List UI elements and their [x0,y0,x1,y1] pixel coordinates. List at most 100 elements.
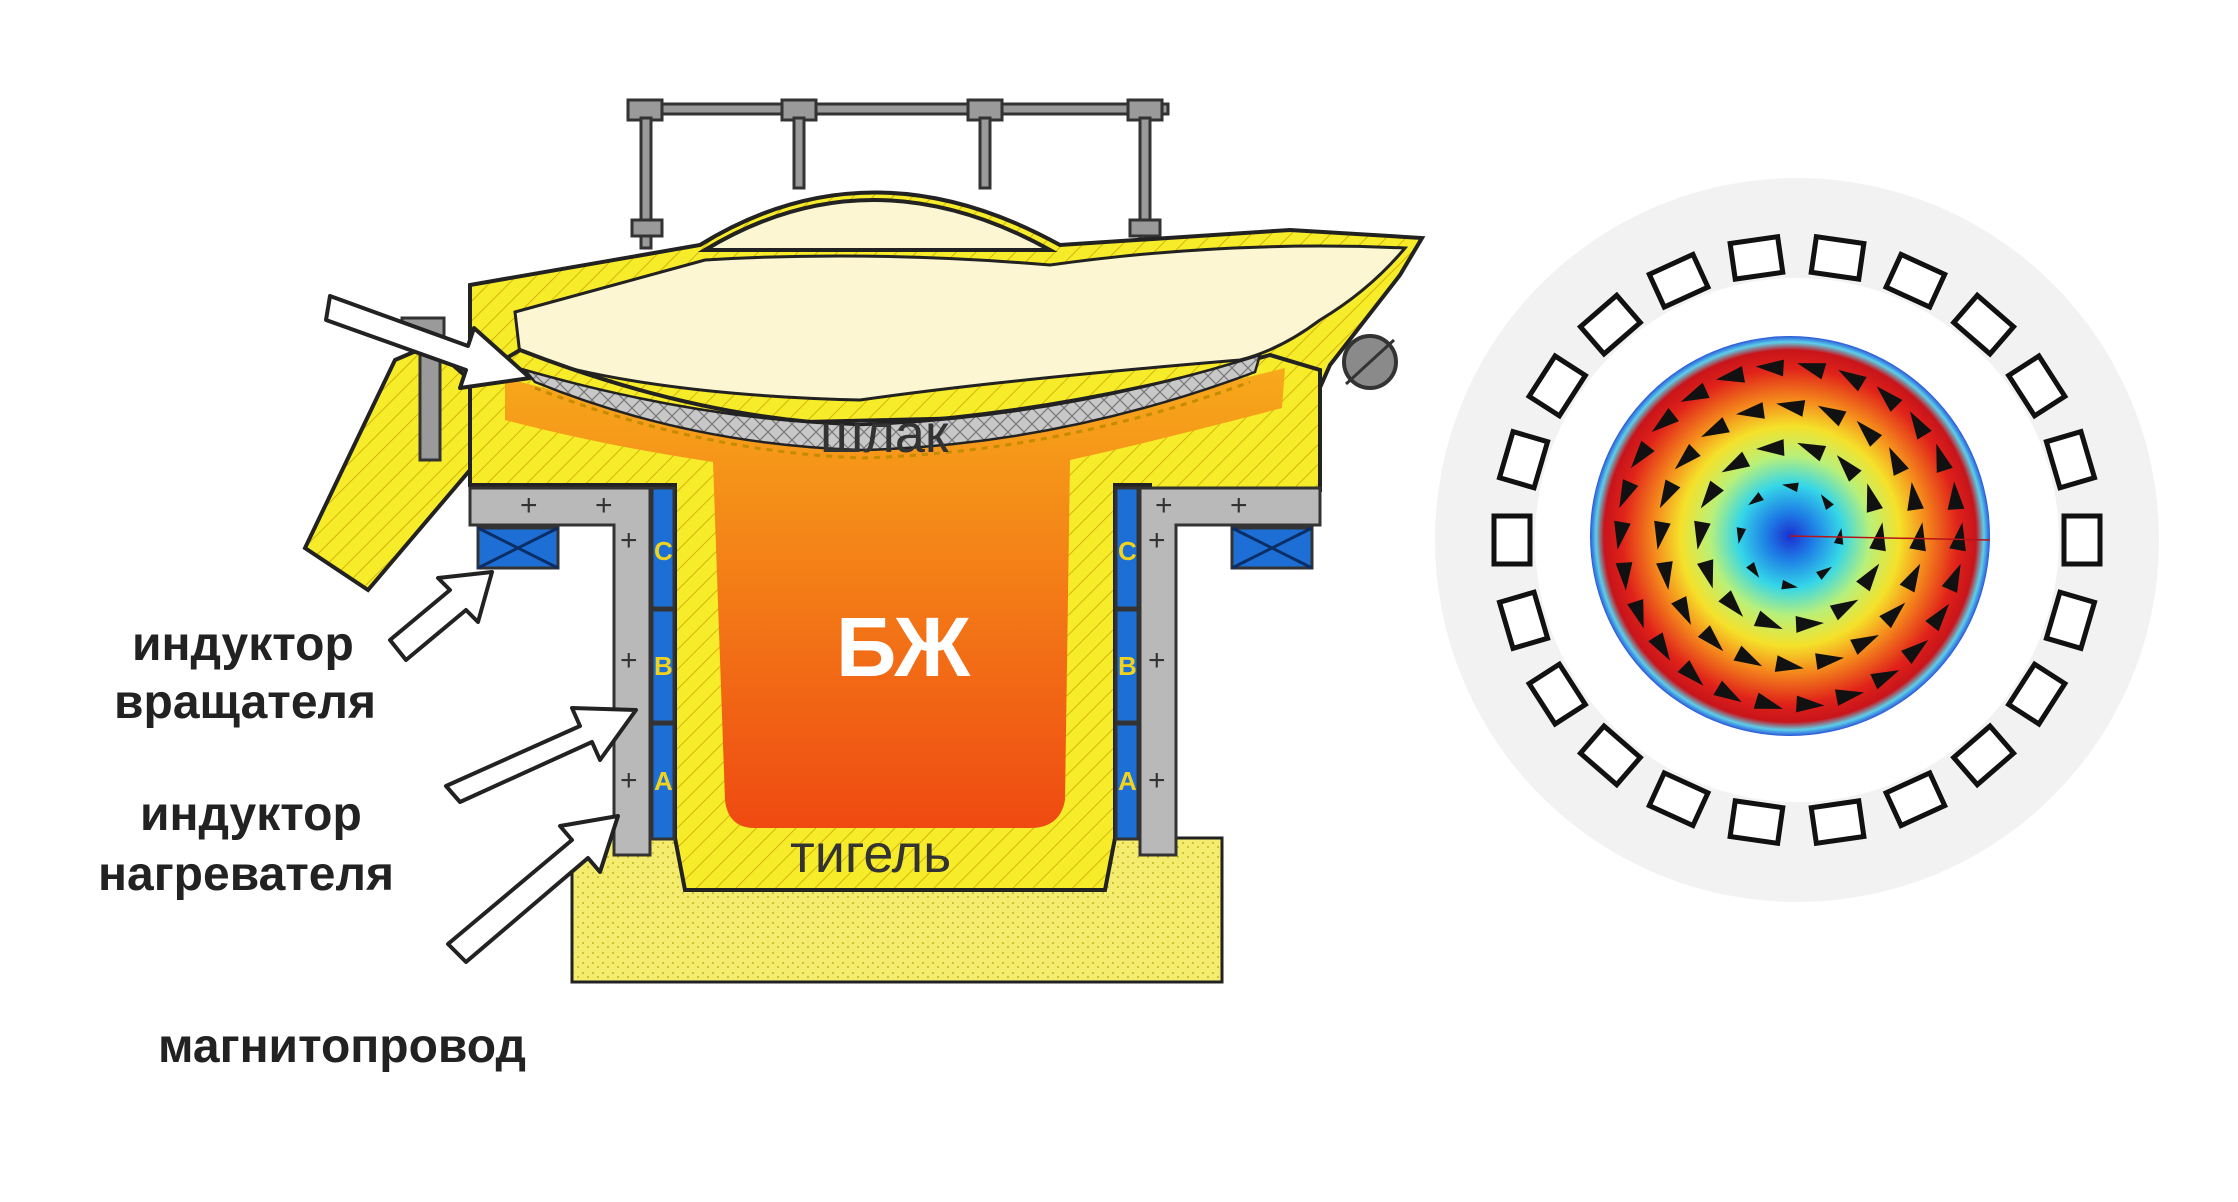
inductor-slot [2061,513,2103,567]
inductor-slot [1882,251,1949,311]
flow-arrow [1748,492,1764,506]
flow-arrow [1654,520,1671,550]
flow-arrow [1925,603,1950,632]
flow-arrow [1755,439,1785,456]
flow-arrow [1869,522,1886,552]
flow-arrow [1820,494,1834,510]
arrow-icon [444,706,638,804]
flow-arrow [1713,680,1742,703]
flow-arrow [1901,640,1929,665]
lid-interior [513,244,1409,402]
inductor-slot [2005,352,2069,420]
inductor-slot [1525,352,1589,420]
flow-arrow [1746,562,1760,578]
flow-arrow [1815,653,1845,670]
flow-arrow [1909,411,1932,440]
crucible-label: тигель [790,824,951,884]
inductor-slot [1950,722,2018,789]
flow-arrow [1870,670,1900,690]
flow-arrow [1949,522,1966,552]
callout-arrows [324,294,638,964]
svg-text:+: + [520,489,538,522]
flow-arrow [1836,455,1862,482]
magnetic-core [468,486,1322,857]
flow-arrow [1850,635,1879,655]
flow-arrow [1889,447,1909,476]
inductor-slot [1882,769,1949,829]
inductor-slot [1808,233,1867,282]
inductor-slot [1496,428,1551,491]
flow-arrow [1697,559,1714,589]
flow-arrow [1648,632,1671,661]
flow-arrow [1907,481,1924,511]
flow-arrow [1715,366,1746,383]
flow-arrow [1774,655,1804,672]
inductor-slot [1808,798,1867,847]
inductor-slot [2043,589,2098,652]
flow-arrow [1856,563,1880,592]
flow-arrow [1829,599,1859,621]
svg-text:+: + [620,764,638,797]
inductor-slot [1576,722,1644,789]
flow-arrow [1733,645,1763,667]
phase-label-left-a: A [654,766,673,796]
field-arrows [1614,359,1966,713]
flow-arrow [1879,602,1906,629]
furnace-section: ++ +++ ++ +++ C B A C B A [302,98,1426,984]
inductor-slot [1727,233,1786,282]
flow-arrow [1753,692,1783,709]
slag-label: шлак [820,404,949,464]
flow-arrow [1834,689,1865,706]
flow-arrow [1838,369,1867,392]
svg-text:+: + [620,524,638,557]
phase-label-right-a: A [1118,766,1137,796]
flow-arrow [1755,359,1784,377]
flow-arrow [1615,562,1633,591]
flow-arrow [1941,563,1961,593]
inductor-slot [1950,291,2018,358]
arrow-icon [388,570,494,662]
slag-curls [534,380,1251,460]
inductor-slot [2005,660,2069,728]
flow-arrow [1614,520,1631,550]
svg-text:+: + [1148,764,1166,797]
flow-arrow [1947,481,1965,510]
flow-arrow [1797,363,1827,380]
flow-arrow [1651,407,1679,432]
outer-labels: индуктор вращателя индуктор нагревателя … [98,618,526,1073]
lid-lip-left [302,342,472,593]
inductor-slot [1727,798,1786,847]
flow-arrow [1781,579,1798,590]
svg-text:+: + [595,489,613,522]
rotator-inductor-label-line2: вращателя [114,676,376,729]
flow-arrow [1796,695,1825,713]
inductor-slot [1576,291,1644,358]
flow-arrow [1718,590,1744,617]
arrow-icon [446,814,620,964]
flow-arrow [1936,443,1953,473]
inductor-slot [2043,428,2098,491]
flow-arrow [1817,405,1847,427]
heater-inductor-label-line1: индуктор [140,788,362,841]
flow-arrow [1776,400,1806,417]
flow-arrow [1899,563,1921,593]
flow-arrow [1700,480,1724,509]
flow-arrow [1671,596,1691,625]
lid-dome [697,198,1058,252]
flow-arrow [1659,479,1681,509]
inductor-slot [1645,251,1712,311]
inductor-slot [1525,660,1589,728]
flow-arrow [1680,382,1710,402]
flow-arrow [1630,440,1655,469]
flow-arrow [1694,520,1711,550]
flow-arrow [1619,479,1639,509]
top-view [1435,178,2159,902]
inductor-slot [1645,769,1712,829]
svg-text:+: + [620,644,638,677]
svg-text:+: + [1148,644,1166,677]
flow-arrow [1909,522,1926,552]
rotator-inductor-label-line1: индуктор [132,618,354,671]
flow-arrow [1876,386,1903,412]
phase-label-left-c: C [654,536,673,566]
